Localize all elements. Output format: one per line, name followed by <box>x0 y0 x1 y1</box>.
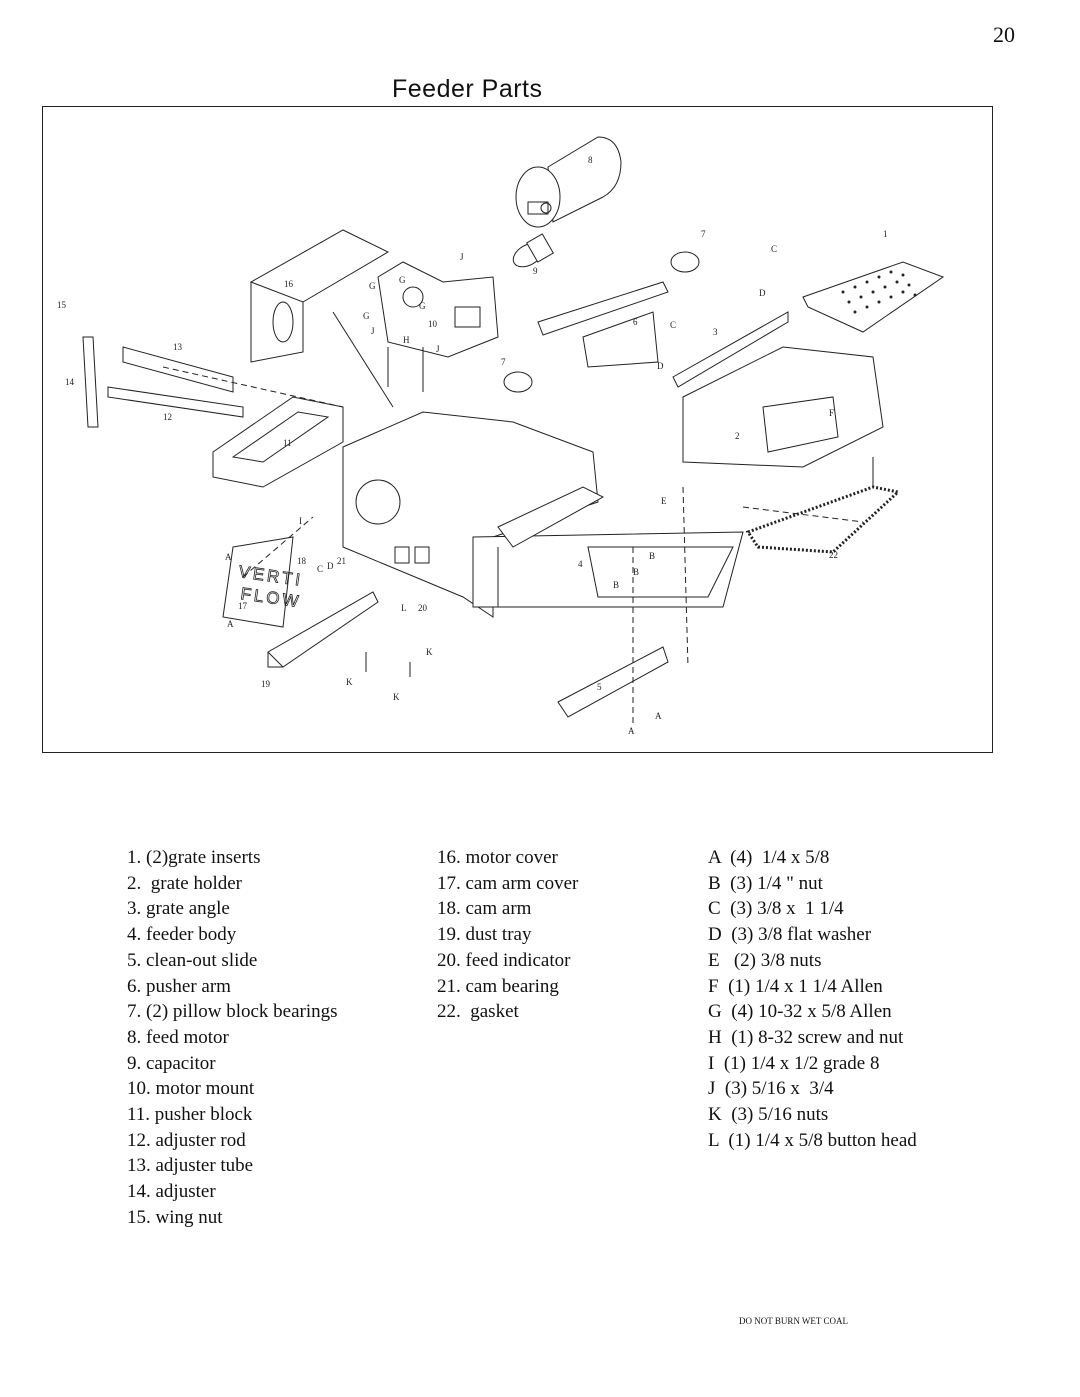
diagram-callout-label: J <box>460 252 464 262</box>
list-item: E (2) 3/8 nuts <box>708 949 822 971</box>
diagram-callout-label: A <box>628 726 635 736</box>
list-item: 1. (2)grate inserts <box>127 847 261 868</box>
diagram-callout-label: 20 <box>418 603 428 613</box>
feeder-body-drawing <box>342 411 744 618</box>
diagram-callout-label: G <box>369 281 376 291</box>
diagram-callout-label: D <box>657 361 664 371</box>
diagram-callout-label: 10 <box>428 319 438 329</box>
diagram-callout-label: 5 <box>597 682 602 692</box>
diagram-callout-label: C <box>670 320 676 330</box>
diagram-callout-label: L <box>401 603 407 613</box>
diagram-callout-label: A <box>225 552 232 562</box>
diagram-callout-label: 21 <box>337 556 346 566</box>
list-item: 15. wing nut <box>127 1206 223 1228</box>
list-item: 17. cam arm cover <box>437 872 579 894</box>
feed-motor-drawing <box>515 136 622 228</box>
list-item: 9. capacitor <box>127 1052 216 1074</box>
list-item: 8. feed motor <box>127 1026 229 1048</box>
list-item: 12. adjuster rod <box>127 1129 246 1151</box>
list-item: C (3) 3/8 x 1 1/4 <box>708 898 844 920</box>
page-title: Feeder Parts <box>392 75 543 103</box>
diagram-callout-label: C <box>317 564 323 574</box>
diagram-callout-label: K <box>426 647 433 657</box>
diagram-callout-label: E <box>661 496 667 506</box>
diagram-callout-label: F <box>829 408 834 418</box>
diagram-callout-label: B <box>649 551 655 561</box>
capacitor-drawing <box>512 233 554 268</box>
diagram-callout-label: J <box>436 344 440 354</box>
list-item: 3. grate angle <box>127 898 230 920</box>
list-item: 22. gasket <box>437 1001 519 1023</box>
diagram-callout-label: 3 <box>713 327 718 337</box>
parts-list-numbered-continued: 16. motor cover 17. cam arm cover 18. cam … <box>437 845 687 1025</box>
diagram-callout-label: 16 <box>284 279 294 289</box>
list-item: 2. grate holder <box>127 872 243 894</box>
list-item: A (4) 1/4 x 5/8 <box>708 847 830 868</box>
diagram-callout-label: A <box>655 711 662 721</box>
diagram-callout-label: 18 <box>297 556 307 566</box>
diagram-callout-label: G <box>363 311 370 321</box>
diagram-callout-label: D <box>327 561 334 571</box>
diagram-callout-label: 15 <box>57 300 67 310</box>
diagram-callout-label: C <box>771 244 777 254</box>
list-item: K (3) 5/16 nuts <box>708 1104 829 1126</box>
list-item: 13. adjuster tube <box>127 1155 254 1177</box>
diagram-callout-label: K <box>393 692 400 702</box>
diagram-callout-label: 11 <box>283 438 292 448</box>
page-number: 20 <box>993 22 1015 47</box>
diagram-callout-label: 17 <box>238 601 248 611</box>
diagram-callout-label: H <box>403 335 410 345</box>
diagram-callout-label: B <box>633 567 639 577</box>
diagram-callout-label: 1 <box>883 229 888 239</box>
list-item: I (1) 1/4 x 1/2 grade 8 <box>708 1052 880 1074</box>
list-item: 10. motor mount <box>127 1078 255 1100</box>
list-item: D (3) 3/8 flat washer <box>708 924 872 946</box>
diagram-callout-label: B <box>613 580 619 590</box>
list-item: 21. cam bearing <box>437 975 559 997</box>
list-item: 11. pusher block <box>127 1104 253 1126</box>
list-item: F (1) 1/4 x 1 1/4 Allen <box>708 975 883 997</box>
diagram-callout-label: I <box>299 516 302 526</box>
list-item: L (1) 1/4 x 5/8 button head <box>708 1129 917 1151</box>
list-item: 6. pusher arm <box>127 975 231 997</box>
diagram-callout-label: G <box>419 301 426 311</box>
diagram-callout-label: 12 <box>163 412 172 422</box>
diagram-callout-label: A <box>227 619 234 629</box>
diagram-callout-label: G <box>399 275 406 285</box>
list-item: B (3) 1/4 " nut <box>708 872 823 894</box>
diagram-callout-label: 14 <box>65 377 75 387</box>
list-item: 5. clean-out slide <box>127 949 258 971</box>
diagram-callout-label: 7 <box>701 229 706 239</box>
diagram-callout-label: 2 <box>735 431 740 441</box>
diagram-callout-label: 6 <box>633 317 638 327</box>
diagram-callout-label: J <box>371 326 375 336</box>
diagram-callout-label: 22 <box>829 550 838 560</box>
diagram-callout-label: K <box>346 677 353 687</box>
list-item: G (4) 10-32 x 5/8 Allen <box>708 1001 892 1023</box>
diagram-callout-label: 4 <box>578 559 583 569</box>
list-item: 7. (2) pillow block bearings <box>127 1001 338 1023</box>
diagram-callout-label: 19 <box>261 679 271 689</box>
diagram-callout-label: 9 <box>533 266 538 276</box>
diagram-callout-label: D <box>759 288 766 298</box>
list-item: 16. motor cover <box>437 847 558 868</box>
list-item: 20. feed indicator <box>437 949 571 971</box>
list-item: H (1) 8-32 screw and nut <box>708 1026 904 1048</box>
list-item: 4. feeder body <box>127 924 237 946</box>
list-item: 14. adjuster <box>127 1181 216 1203</box>
hardware-list: A (4) 1/4 x 5/8 B (3) 1/4 " nut C (3) 3/8 … <box>708 845 1008 1153</box>
parts-list-numbered: 1. (2)grate inserts 2. grate holder 3. gra… <box>127 845 417 1231</box>
list-item: 19. dust tray <box>437 924 532 946</box>
diagram-callout-label: 8 <box>588 155 593 165</box>
diagram-callout-label: 7 <box>501 357 506 367</box>
footer-warning: DO NOT BURN WET COAL <box>739 1316 849 1326</box>
list-item: J (3) 5/16 x 3/4 <box>708 1078 834 1100</box>
diagram-callout-label: 13 <box>173 342 183 352</box>
list-item: 18. cam arm <box>437 898 532 920</box>
